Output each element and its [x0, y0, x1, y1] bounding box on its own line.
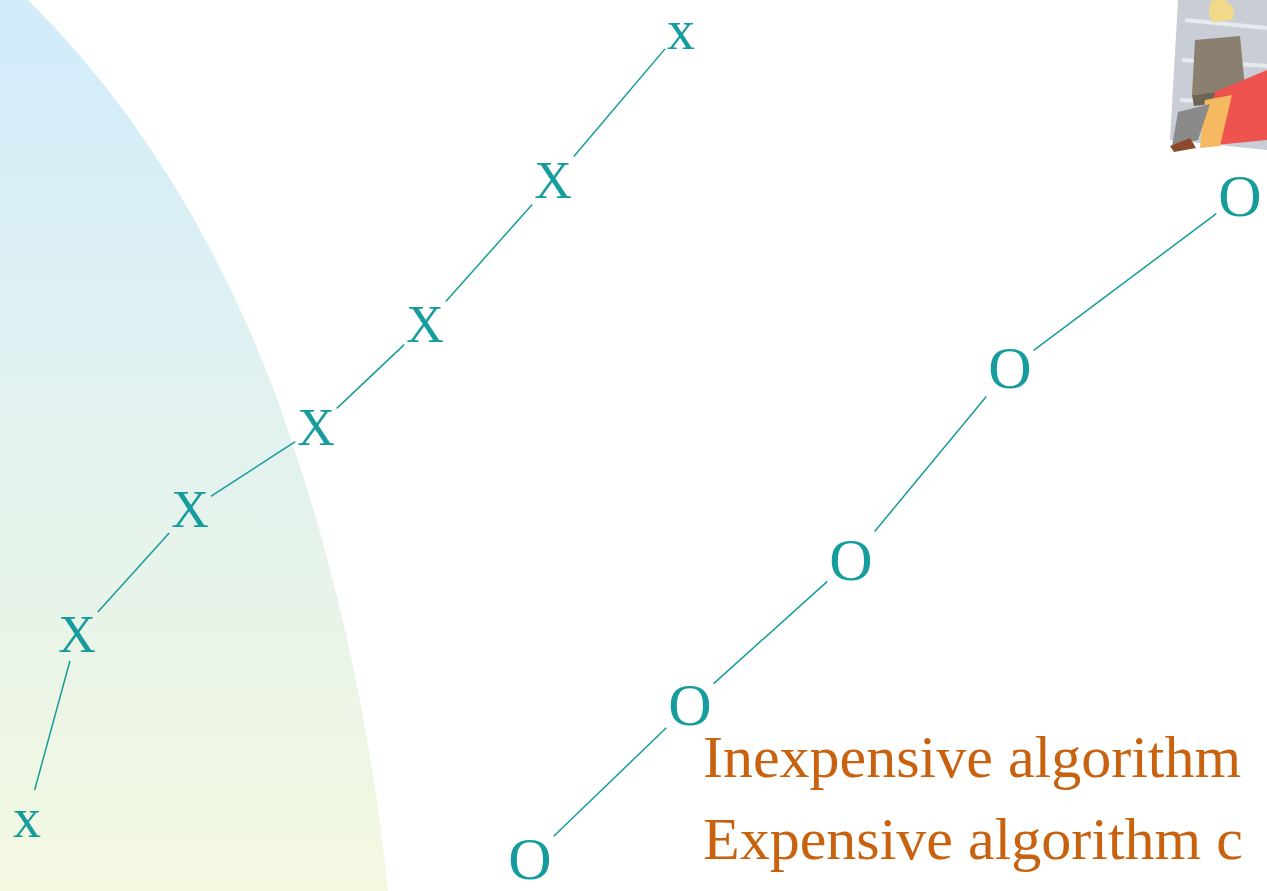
plot-line	[337, 345, 404, 409]
marker-text: X	[297, 402, 335, 454]
plot-line	[554, 728, 667, 836]
plot-line	[446, 204, 532, 301]
marker-text: X	[534, 155, 572, 207]
gradient-region	[0, 0, 388, 891]
plot-line	[1034, 214, 1217, 351]
plot-marker: X	[169, 484, 211, 536]
marker-text: X	[58, 609, 96, 661]
marker-text: x	[667, 2, 695, 58]
plot-marker: X	[404, 299, 446, 351]
marker-text: O	[829, 530, 872, 590]
plot-line	[574, 49, 665, 157]
plot-marker: x	[11, 790, 43, 846]
plot-marker: O	[506, 829, 553, 889]
caption-text: Expensive algorithm c	[703, 806, 1243, 872]
marker-text: X	[171, 484, 209, 536]
plot-line	[875, 397, 987, 532]
plot-line	[211, 442, 295, 497]
plot-marker: X	[56, 609, 98, 661]
plot-marker: O	[827, 530, 874, 590]
plot-line	[714, 581, 828, 683]
plot-marker: x	[665, 2, 697, 58]
plot-marker: X	[532, 155, 574, 207]
marker-text: x	[13, 790, 41, 846]
caption-text: Inexpensive algorithm	[703, 724, 1241, 790]
marker-text: X	[406, 299, 444, 351]
marker-text: O	[988, 338, 1031, 398]
marker-text: O	[508, 829, 551, 889]
plot-marker: X	[295, 402, 337, 454]
plot-line	[98, 533, 169, 612]
plot-marker: O	[1216, 166, 1263, 226]
plot-line	[35, 661, 70, 790]
clipart-person	[1170, 0, 1267, 152]
plot-marker: O	[986, 338, 1033, 398]
marker-text: O	[1218, 166, 1261, 226]
